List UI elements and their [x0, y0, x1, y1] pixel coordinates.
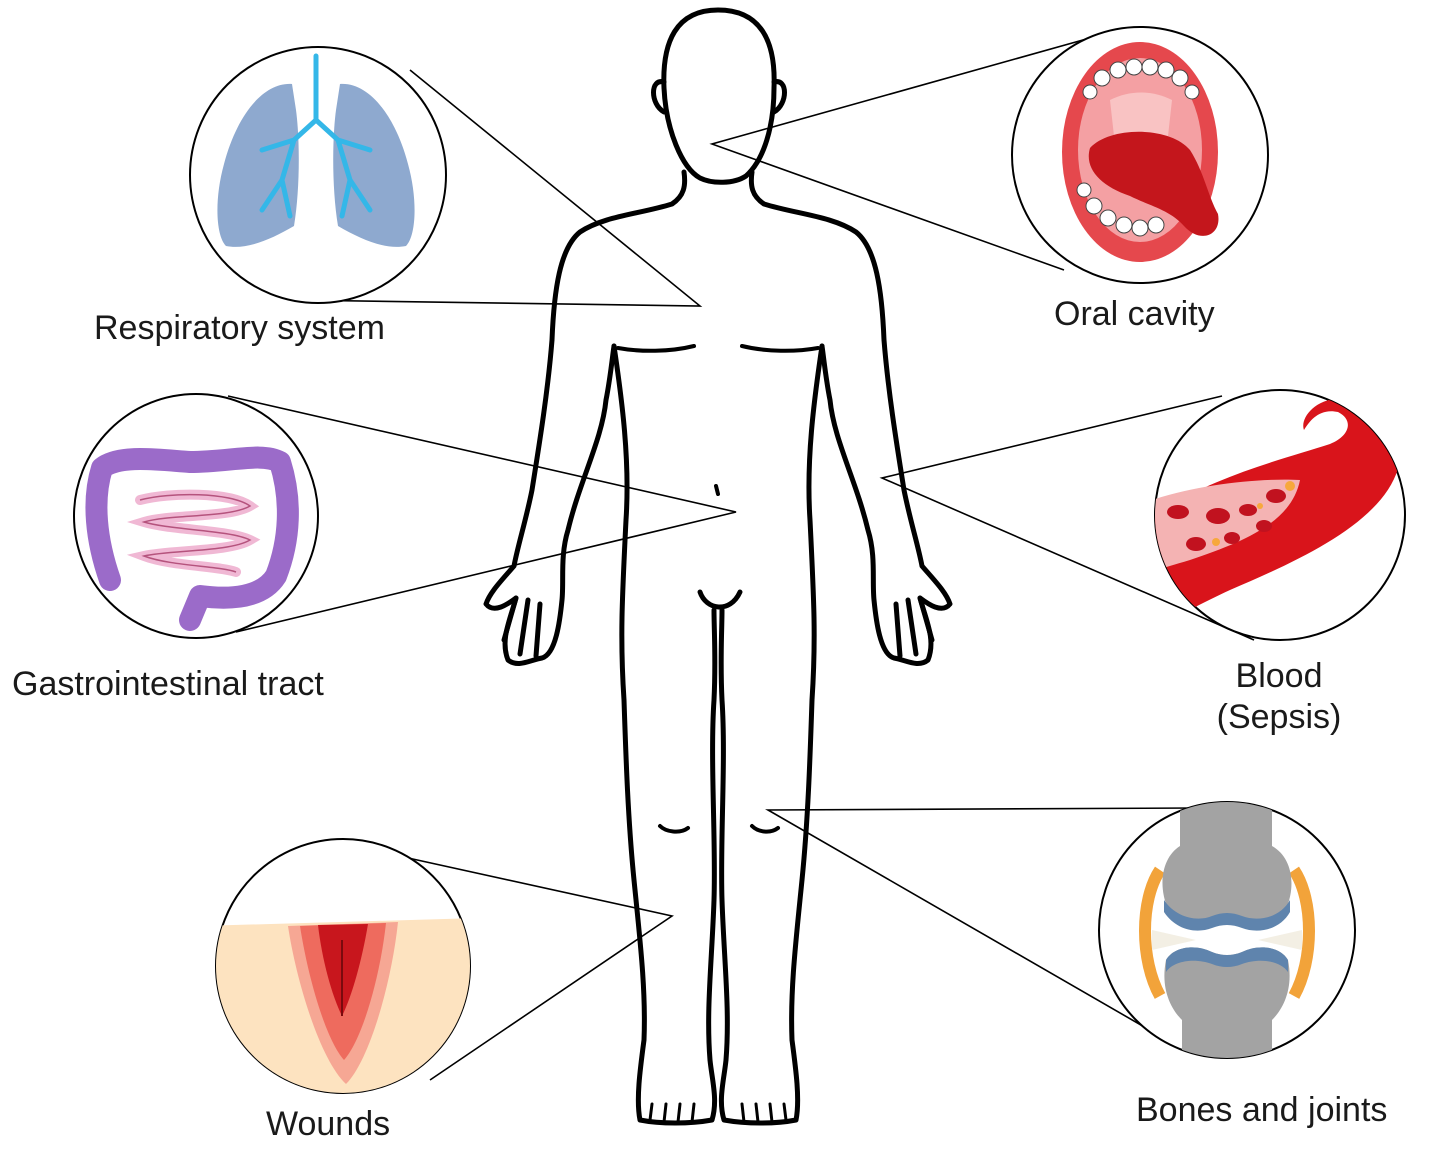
callout-bones: [765, 807, 1197, 1037]
blood-vessel-icon: [1154, 389, 1406, 641]
callout-blood: [879, 395, 1255, 641]
bone-joint-icon: [1098, 801, 1356, 1059]
label-blood: Blood (Sepsis): [1196, 656, 1362, 738]
respiratory-system-icon: [189, 46, 447, 304]
oral-cavity-icon: [1011, 26, 1269, 284]
label-wounds: Wounds: [266, 1105, 391, 1143]
callout-wounds: [389, 853, 674, 1081]
label-respiratory-system: Respiratory system: [94, 309, 385, 347]
callout-gi: [227, 395, 737, 633]
label-blood-line1: Blood: [1235, 657, 1323, 695]
callout-lines: [227, 37, 1255, 1081]
label-blood-line2: (Sepsis): [1216, 697, 1342, 736]
callout-respiratory: [291, 69, 703, 307]
callout-oral: [709, 37, 1091, 271]
gastrointestinal-icon: [73, 393, 319, 639]
human-body-outline: [483, 7, 953, 1126]
label-bones-and-joints: Bones and joints: [1136, 1091, 1388, 1129]
label-gastrointestinal-tract: Gastrointestinal tract: [12, 665, 324, 703]
wound-icon: [215, 838, 471, 1094]
label-oral-cavity: Oral cavity: [1054, 295, 1215, 333]
